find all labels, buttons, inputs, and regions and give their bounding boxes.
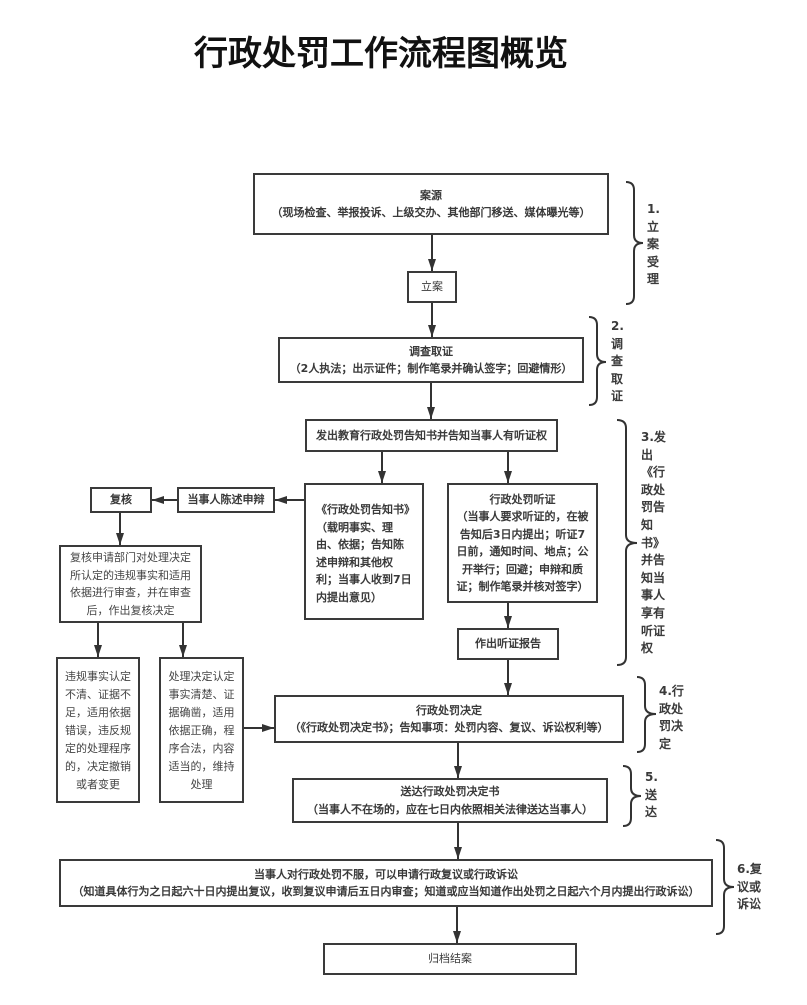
brace-stage-4 xyxy=(636,676,657,753)
review-title: 复核 xyxy=(110,493,132,507)
hearing-box: 行政处罚听证 （当事人要求听证的，在被告知后3日内提出；听证7日前，通知时间、地… xyxy=(447,483,598,603)
maintain-decision-box: 处理决定认定事实清楚、证据确凿，适用依据正确，程序合法，内容适当的，维持处理 xyxy=(159,657,244,803)
brace-stage-2 xyxy=(588,316,607,406)
investigation-title: 调查取证 xyxy=(409,344,453,358)
brace-stage-1 xyxy=(625,181,644,305)
stage-label-5: 5.送达 xyxy=(645,770,658,820)
notice-issue-title: 发出教育行政处罚告知书并告知当事人有听证权 xyxy=(316,428,547,442)
notice-issue-box: 发出教育行政处罚告知书并告知当事人有听证权 xyxy=(305,419,558,452)
notice-letter-title: 《行政处罚告知书》 xyxy=(316,503,415,516)
stage-label-6: 6.复议或诉讼 xyxy=(737,862,762,912)
page-title: 行政处罚工作流程图概览 xyxy=(194,34,568,74)
case-source-box: 案源 （现场检查、举报投诉、上级交办、其他部门移送、媒体曝光等） xyxy=(253,173,609,235)
case-source-detail: （现场检查、举报投诉、上级交办、其他部门移送、媒体曝光等） xyxy=(271,206,591,219)
revoke-or-change-box: 违规事实认定不清、证据不足，适用依据错误，违反规定的处理程序的，决定撤销或者变更 xyxy=(56,657,140,803)
appeal-detail: （知道具体行为之日起六十日内提出复议，收到复议申请后五日内审查；知道或应当知道作… xyxy=(72,885,700,898)
review-process-box: 复核申请部门对处理决定所认定的违规事实和适用依据进行审查，并在审查后，作出复核决… xyxy=(59,545,202,623)
notice-letter-box: 《行政处罚告知书》 （载明事实、理由、依据；告知陈述申辩和其他权利；当事人收到7… xyxy=(304,483,424,620)
statement-box: 当事人陈述申辩 xyxy=(177,487,275,513)
review-process-text: 复核申请部门对处理决定所认定的违规事实和适用依据进行审查，并在审查后，作出复核决… xyxy=(70,551,191,617)
revoke-or-change-text: 违规事实认定不清、证据不足，适用依据错误，违反规定的处理程序的，决定撤销或者变更 xyxy=(65,670,131,791)
maintain-decision-text: 处理决定认定事实清楚、证据确凿，适用依据正确，程序合法，内容适当的，维持处理 xyxy=(168,670,235,791)
appeal-title: 当事人对行政处罚不服，可以申请行政复议或行政诉讼 xyxy=(254,867,518,881)
investigation-box: 调查取证 （2人执法；出示证件；制作笔录并确认签字；回避情形） xyxy=(278,337,584,383)
penalty-decision-detail: （《行政处罚决定书》；告知事项：处罚内容、复议、诉讼权利等） xyxy=(289,721,609,734)
statement-title: 当事人陈述申辩 xyxy=(187,493,265,507)
brace-stage-5 xyxy=(622,765,642,827)
brace-stage-6 xyxy=(715,839,735,935)
filing-title: 立案 xyxy=(421,280,443,294)
penalty-decision-title: 行政处罚决定 xyxy=(416,703,482,717)
delivery-title: 送达行政处罚决定书 xyxy=(400,785,500,798)
hearing-report-title: 作出听证报告 xyxy=(475,637,541,651)
delivery-detail: （当事人不在场的，应在七日内依照相关法律送达当事人） xyxy=(307,802,593,816)
brace-stage-3 xyxy=(616,419,638,666)
archive-title: 归档结案 xyxy=(428,952,472,966)
investigation-detail: （2人执法；出示证件；制作笔录并确认签字；回避情形） xyxy=(289,362,573,375)
hearing-detail: （当事人要求听证的，在被告知后3日内提出；听证7日前，通知时间、地点；公开举行；… xyxy=(456,510,589,593)
archive-box: 归档结案 xyxy=(323,943,577,975)
stage-label-1: 1.立案受理 xyxy=(647,202,660,287)
appeal-box: 当事人对行政处罚不服，可以申请行政复议或行政诉讼 （知道具体行为之日起六十日内提… xyxy=(59,859,713,907)
notice-letter-detail: （载明事实、理由、依据；告知陈述申辩和其他权利；当事人收到7日内提出意见） xyxy=(316,520,412,604)
case-source-title: 案源 xyxy=(420,188,442,202)
review-box: 复核 xyxy=(90,487,152,513)
stage-label-3: 3.发出《行政处罚告知书》并告知当事人享有听证权 xyxy=(641,430,666,656)
stage-label-4: 4.行政处罚决定 xyxy=(659,684,684,751)
stage-label-2: 2.调查取证 xyxy=(611,319,624,404)
hearing-report-box: 作出听证报告 xyxy=(457,628,559,660)
hearing-title: 行政处罚听证 xyxy=(489,492,556,506)
penalty-decision-box: 行政处罚决定 （《行政处罚决定书》；告知事项：处罚内容、复议、诉讼权利等） xyxy=(274,695,624,743)
filing-box: 立案 xyxy=(407,271,457,303)
delivery-box: 送达行政处罚决定书 （当事人不在场的，应在七日内依照相关法律送达当事人） xyxy=(292,778,608,823)
